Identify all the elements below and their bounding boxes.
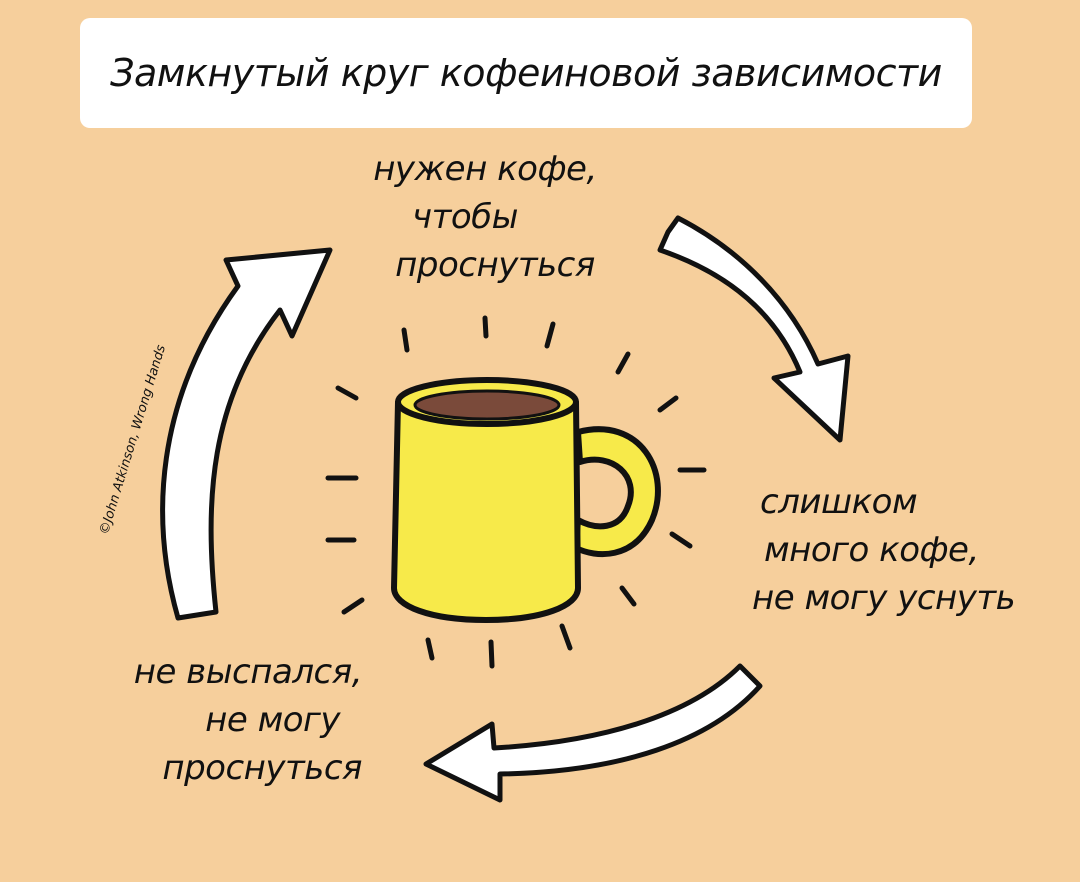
- ray: [544, 321, 556, 349]
- ray: [488, 639, 495, 669]
- ray: [425, 637, 435, 661]
- glow-rays: [325, 315, 707, 669]
- cycle-arrow-icon-left: [160, 247, 333, 621]
- ray: [335, 385, 359, 401]
- step-too-much-coffee: слишком много кофе, не могу уснуть: [752, 478, 1072, 622]
- step-text-line: не выспался,: [133, 652, 363, 692]
- step-text-line: проснуться: [162, 748, 362, 788]
- step-need-coffee: нужен кофе, чтобы проснуться: [360, 145, 630, 289]
- ray: [657, 395, 679, 413]
- ray: [615, 351, 631, 375]
- cycle-arrow-icon-right: [657, 215, 851, 443]
- ray: [341, 597, 365, 615]
- step-text-line: много кофе,: [764, 530, 979, 570]
- cycle-arrow-icon-bottom: [423, 663, 763, 803]
- step-text-line: слишком: [760, 482, 918, 522]
- step-text-line: не могу уснуть: [752, 578, 1016, 618]
- step-text-line: нужен кофе,: [373, 149, 597, 189]
- step-text-line: проснуться: [395, 245, 595, 285]
- step-didnt-sleep: не выспался, не могу проснуться: [100, 648, 380, 792]
- ray: [669, 531, 693, 549]
- ray: [401, 327, 410, 353]
- diagram-title: Замкнутый круг кофеиновой зависимости: [110, 51, 942, 95]
- step-text-line: не могу: [205, 700, 340, 740]
- coffee-mug-icon: [391, 377, 661, 623]
- ray: [619, 585, 637, 607]
- ray: [559, 623, 573, 651]
- step-text-line: чтобы: [411, 197, 519, 237]
- ray: [482, 315, 489, 339]
- title-box: Замкнутый круг кофеиновой зависимости: [80, 18, 972, 128]
